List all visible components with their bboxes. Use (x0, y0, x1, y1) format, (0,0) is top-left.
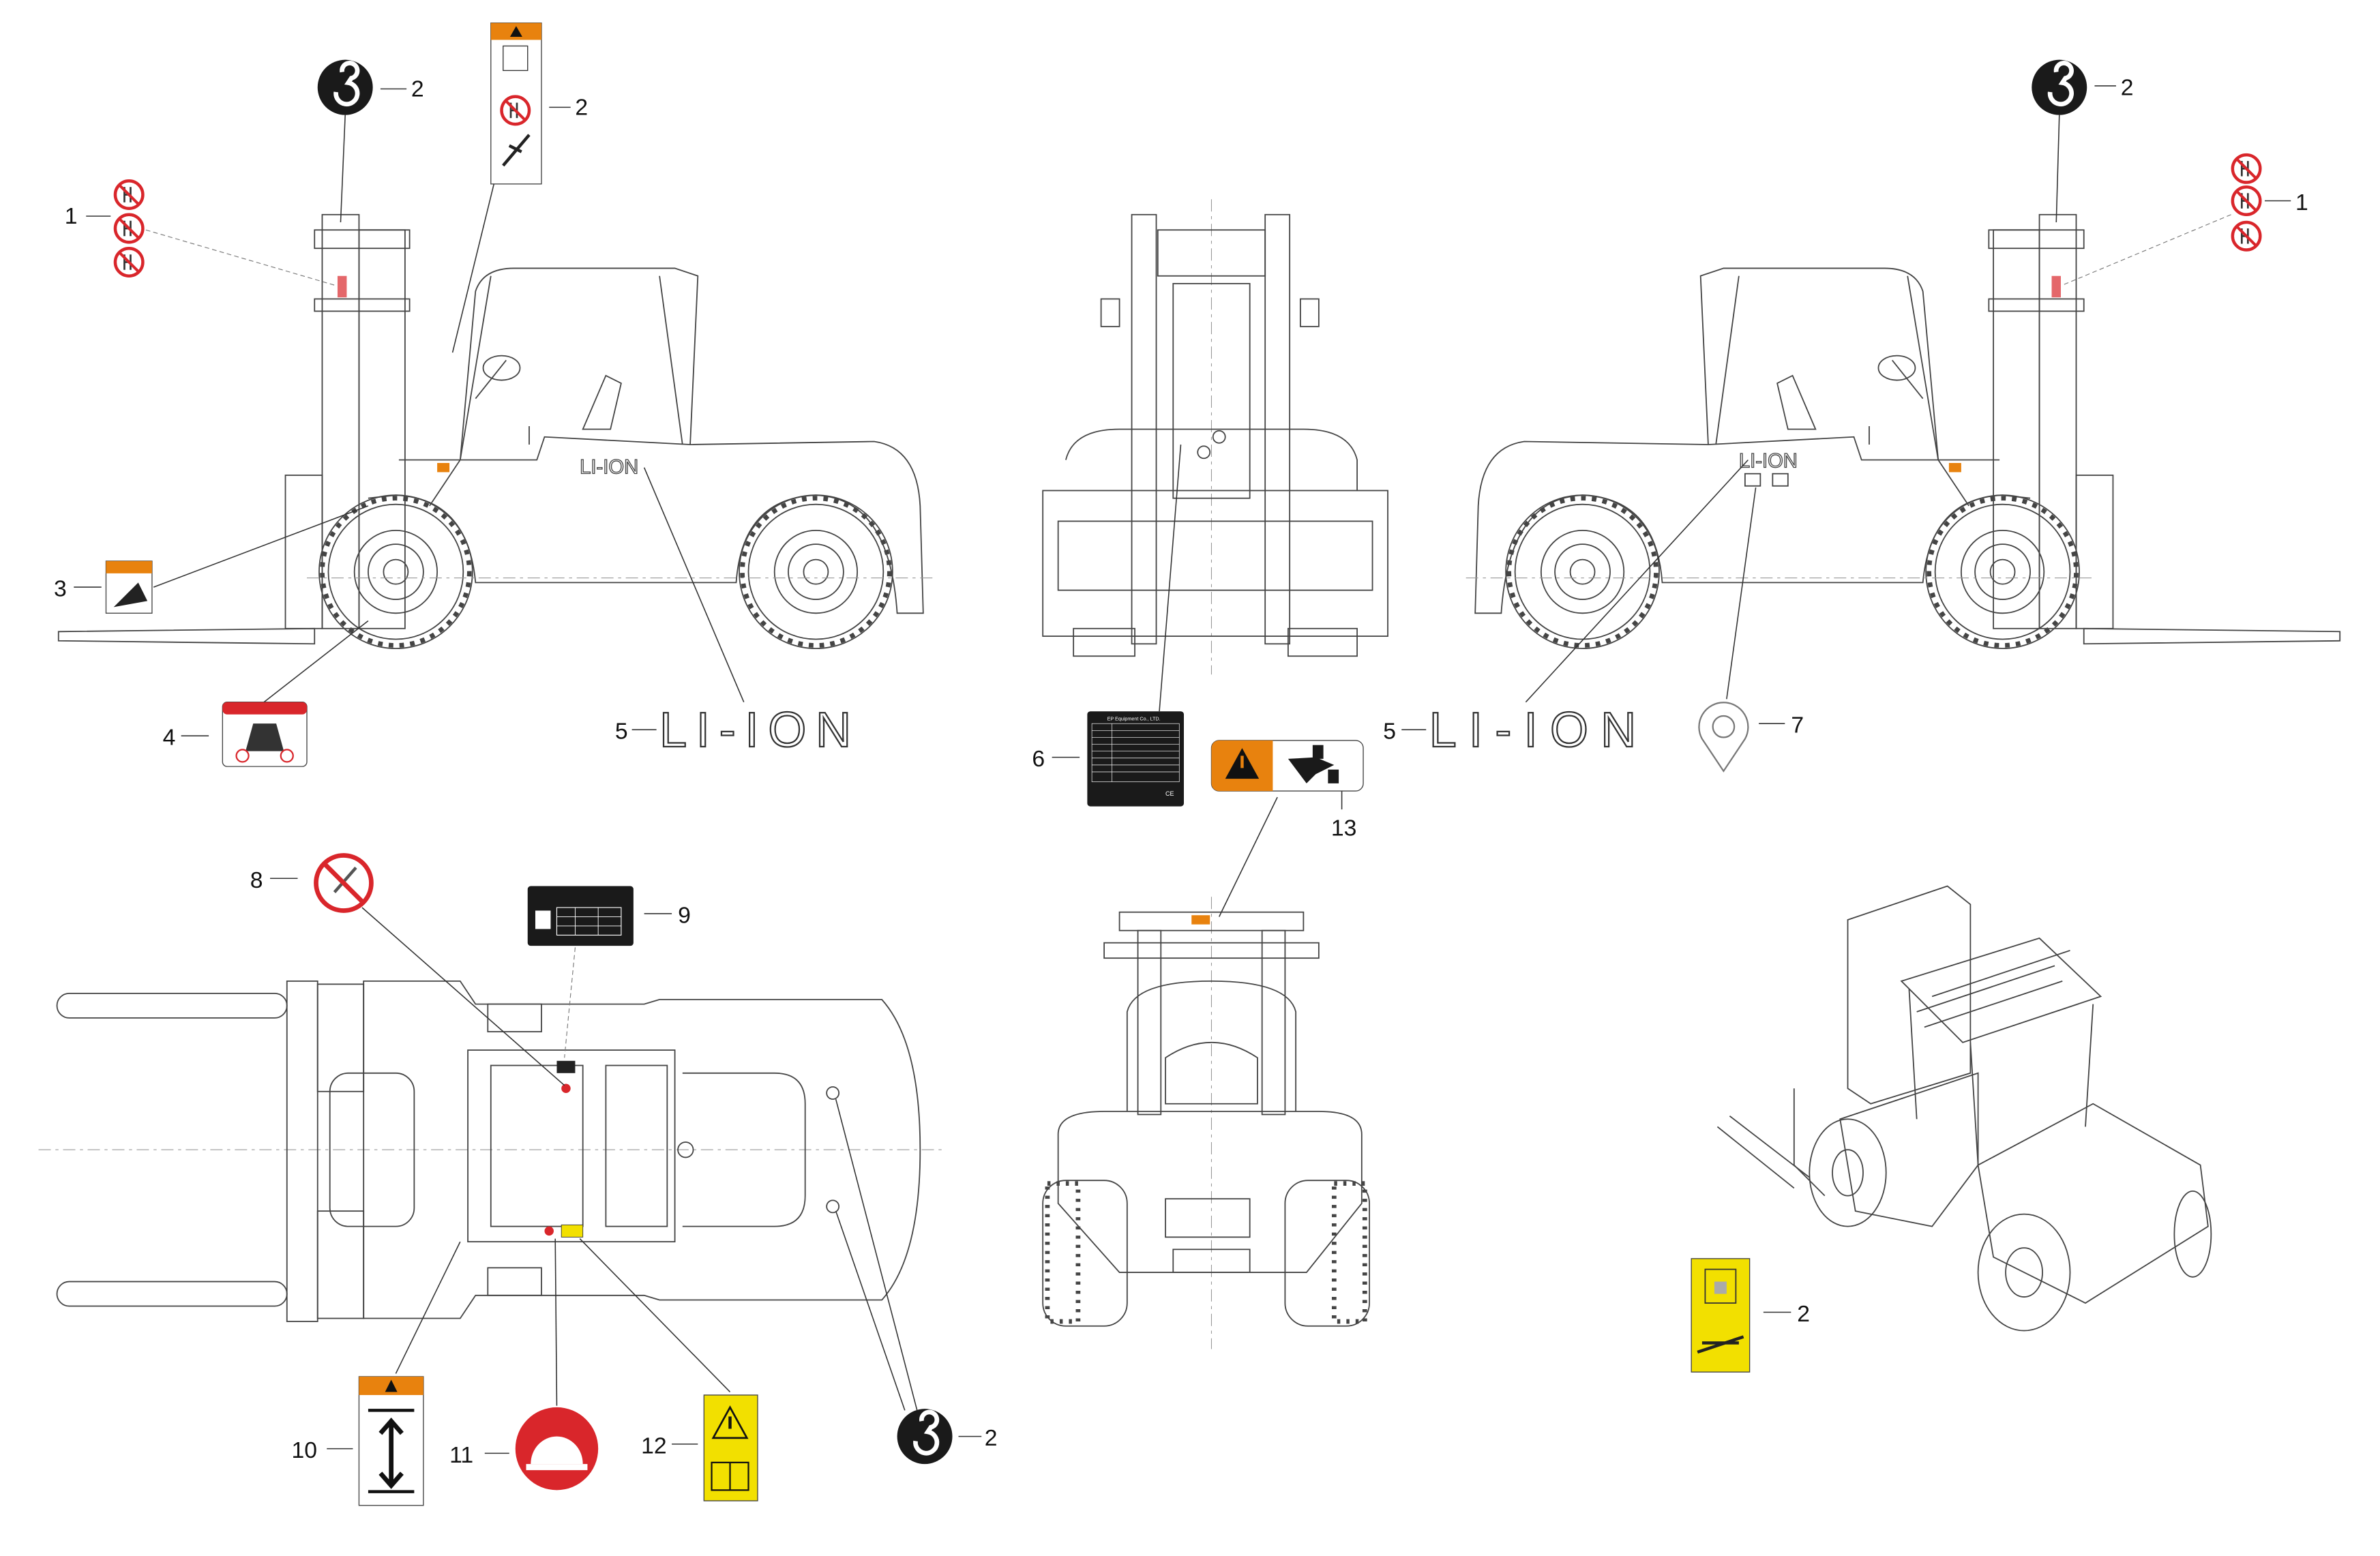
callout-number: 2 (411, 76, 424, 102)
callout-number: 13 (1331, 815, 1357, 841)
decal-tip-over-warning: 3 (54, 505, 369, 614)
decal-prohibition-set-right: 1 (2062, 155, 2308, 286)
callout-number: 3 (54, 576, 67, 602)
decal-load-capacity: 4 (163, 620, 369, 767)
li-ion-logo-text: LI-ION (659, 703, 851, 758)
callout-number: 1 (65, 203, 78, 229)
decal-no-spraying: 8 (250, 853, 565, 1086)
decal-li-ion-logo-right: LI-ION 5 (1383, 459, 1749, 758)
decal-crush-hazard: 13 (1210, 740, 1364, 917)
forklift-right-side-view: LI-ION (1463, 215, 2340, 648)
callout-number: 7 (1791, 713, 1804, 738)
decal-prohibition-set-left: 1 (65, 181, 335, 286)
nameplate-company: EP Equipment Co., LTD. (1107, 716, 1161, 722)
callout-number: 11 (449, 1442, 473, 1468)
callout-number: 2 (2121, 74, 2134, 100)
forklift-left-side-view: LI-ION (59, 215, 936, 648)
decal-wear-helmet: 11 (449, 1238, 599, 1491)
callout-number: 8 (250, 867, 263, 893)
callout-number: 1 (2295, 190, 2308, 215)
callout-number: 4 (163, 725, 176, 751)
forklift-isometric-view (1716, 885, 2212, 1332)
body-logo-right: LI-ION (1739, 451, 1798, 473)
callout-number: 2 (575, 95, 588, 121)
forklift-rear-view (1042, 897, 1370, 1349)
decal-read-manual-caution: 12 (579, 1238, 758, 1501)
decal-load-chart-plate: 9 (527, 886, 691, 1058)
forklift-front-view (1042, 199, 1388, 675)
callout-number: 12 (641, 1433, 667, 1458)
callout-number: 2 (1797, 1301, 1810, 1327)
callout-number: 5 (1383, 719, 1396, 745)
decal-lifting-point: 2 (835, 1098, 998, 1464)
decal-fork-adjust-warning: 10 (292, 1241, 461, 1506)
decal-lift-point-yellow: 2 (1691, 1258, 1810, 1373)
decal-lifting-point: 2 (318, 60, 424, 223)
decal-li-ion-logo-left: LI-ION 5 (615, 467, 852, 758)
decal-nameplate: EP Equipment Co., LTD. CE 6 (1032, 444, 1185, 807)
decal-location-marker: 7 (1698, 487, 1804, 773)
callout-number: 5 (615, 719, 628, 745)
callout-number: 10 (292, 1437, 318, 1463)
decal-lifting-point: 2 (2032, 60, 2134, 223)
forklift-top-view (38, 980, 944, 1322)
body-logo-left: LI-ION (580, 457, 638, 479)
decal-warning-mast: 2 (451, 23, 588, 353)
callout-number: 2 (985, 1425, 998, 1451)
ce-mark: CE (1165, 790, 1174, 797)
callout-number: 6 (1032, 746, 1045, 772)
callout-number: 9 (678, 902, 691, 928)
li-ion-logo-text: LI-ION (1429, 703, 1637, 758)
